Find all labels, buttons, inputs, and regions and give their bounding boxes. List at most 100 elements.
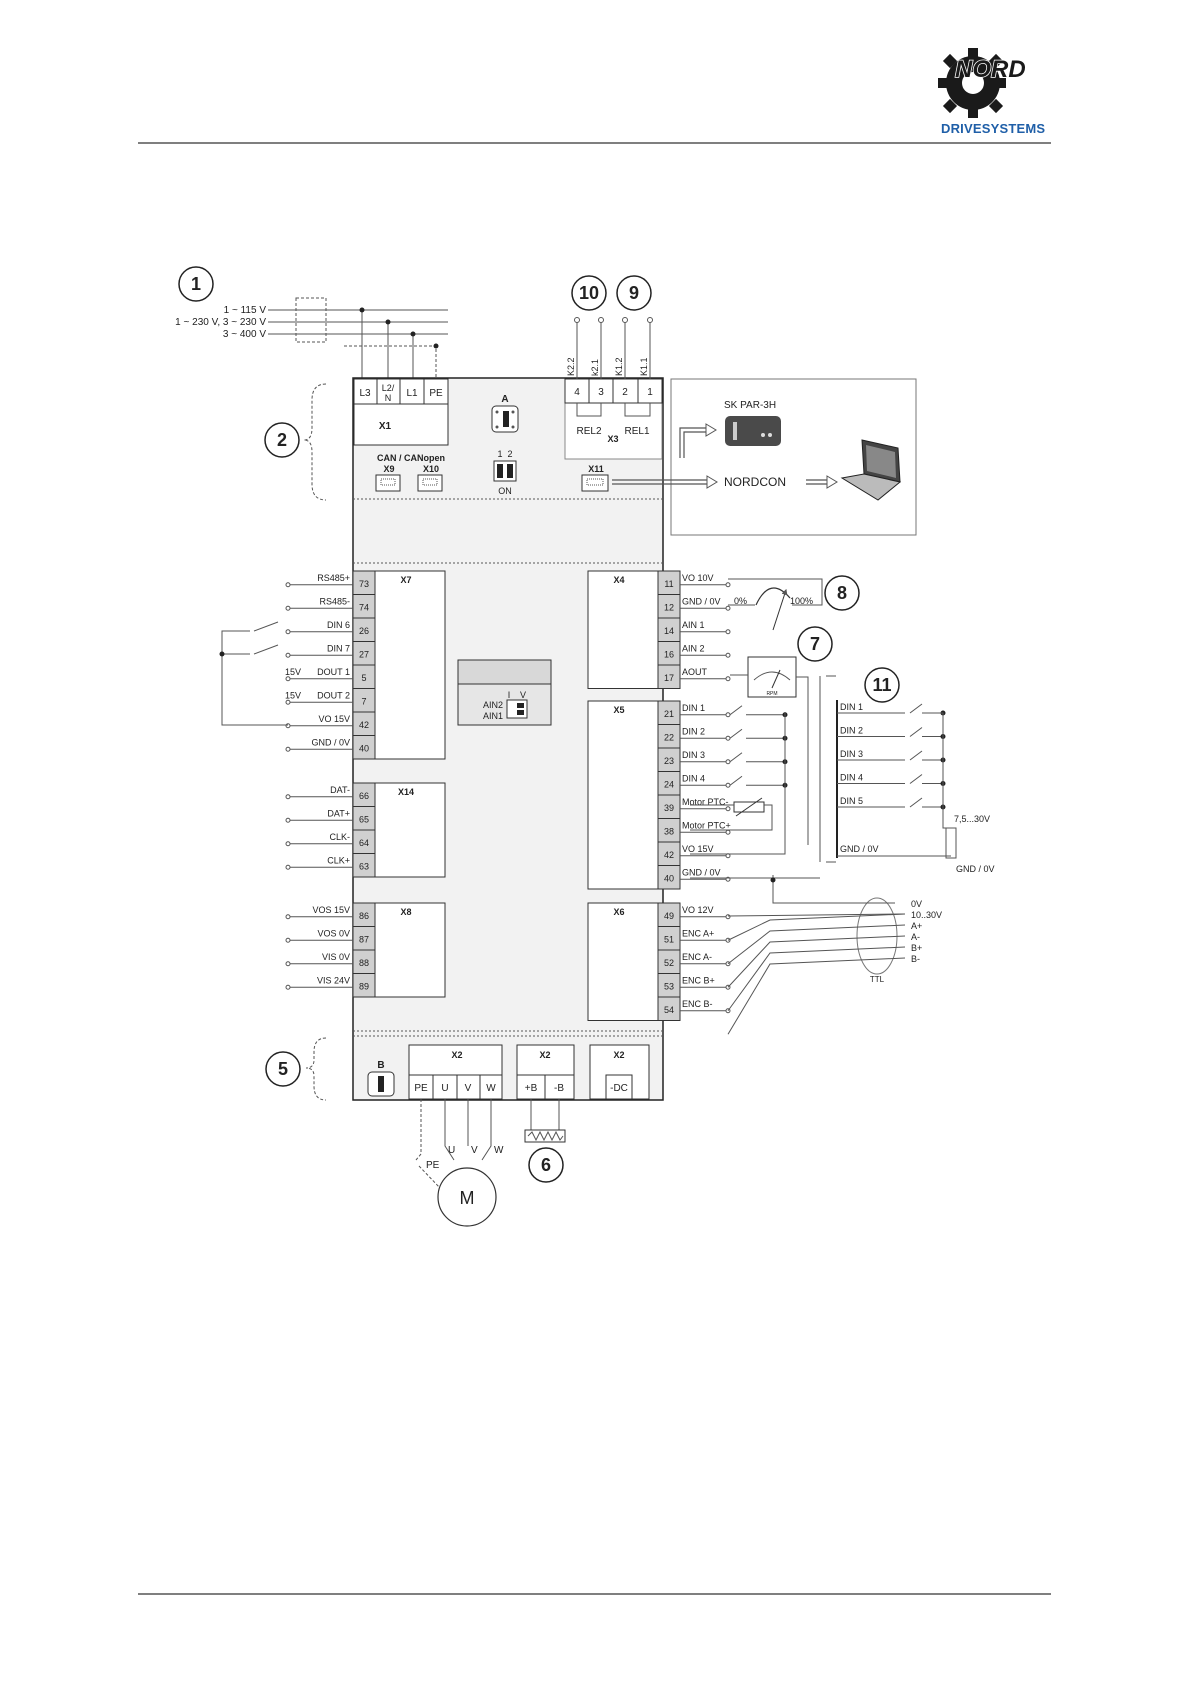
fuse-box [295,297,327,343]
signal-label: GND / 0V [682,867,721,877]
svg-text:10: 10 [579,283,599,303]
switch-b[interactable]: B [367,1060,395,1097]
svg-text:1: 1 [647,387,653,398]
signal-label: VO 15V [682,844,714,854]
nord-logo: NORD DRIVESYSTEMS [938,48,1045,136]
voltage-label: 15V [285,667,301,677]
terminal-number: 27 [359,649,369,659]
signal-label: DOUT 1 [317,667,350,677]
ain-switch[interactable]: I V AIN2 AIN1 [457,659,552,726]
x5-din-wiring [690,705,820,879]
x1-terminal-l1: L1 [406,388,418,399]
callout-8: 8 [824,575,860,611]
signal-label: VO 12V [682,905,714,915]
signal-label: CLK- [329,832,350,842]
svg-text:3: 3 [598,387,604,398]
terminal-number: 54 [664,1005,674,1015]
x14-label: X14 [398,787,414,797]
svg-text:PE: PE [414,1083,428,1094]
terminal-number: 38 [664,826,674,836]
signal-label: GND / 0V [311,737,350,747]
x1-terminal-l3: L3 [359,388,371,399]
callout-6: 6 [528,1147,564,1183]
terminal-number: 42 [664,850,674,860]
voltage-label: 15V [285,690,301,700]
external-devices-panel: SK PAR-3H NORDCON [612,378,917,536]
x4-label: X4 [613,575,624,585]
ptc-resistor [690,797,773,831]
svg-text:W: W [486,1083,496,1094]
dip-switch[interactable]: 1 2 ON [493,449,517,496]
svg-text:7,5...30V: 7,5...30V [954,814,990,824]
svg-text:X11: X11 [588,464,604,474]
x5-label: X5 [613,705,624,715]
svg-text:TTL: TTL [870,975,885,984]
signal-label: ENC B+ [682,975,715,985]
encoder-pin: A+ [911,921,922,931]
terminal-number: 16 [664,649,674,659]
svg-text:N: N [385,393,392,403]
x10-port[interactable] [417,474,443,492]
signal-label: DOUT 2 [317,690,350,700]
motor: U V W PE M [415,1099,504,1227]
mains-line-3: 3 ~ 400 V [223,329,266,340]
rpm-meter: RPM [730,656,809,845]
terminal-number: 5 [361,673,366,683]
x8-label: X8 [400,907,411,917]
encoder-pin: B- [911,954,920,964]
signal-label: DIN 4 [682,773,705,783]
mains-line-1: 1 ~ 115 V [224,305,267,316]
terminal-number: 14 [664,626,674,636]
svg-text:RPM: RPM [766,691,777,697]
nordcon-label: NORDCON [724,475,786,489]
signal-label: AOUT [682,667,708,677]
parameter-box-icon [725,416,781,446]
signal-label: DAT- [330,785,350,795]
svg-text:X2: X2 [451,1050,462,1060]
svg-text:1 2: 1 2 [497,449,512,459]
svg-text:9: 9 [629,283,639,303]
x7-din-loop [219,621,288,726]
x1-terminal-l2: L2/ [382,383,395,393]
signal-label: DAT+ [327,808,350,818]
svg-text:4: 4 [574,387,580,398]
svg-text:ON: ON [498,486,512,496]
callout-9: 9 [616,275,652,311]
svg-text:A: A [501,394,508,405]
svg-text:100%: 100% [790,596,813,606]
signal-label: VIS 24V [317,975,350,985]
ext-din-label: DIN 2 [840,726,863,736]
x9-port[interactable] [375,474,401,492]
logo-wordmark: NORD [955,56,1026,83]
ext-din-label: DIN 4 [840,773,863,783]
x1-label: X1 [379,421,392,432]
terminal-number: 11 [664,579,673,589]
terminal-number: 87 [359,934,369,944]
x11-port[interactable]: X11 [581,464,609,492]
signal-label: DIN 6 [327,620,350,630]
motor-label: M [460,1188,475,1208]
encoder-pin: 0V [911,899,922,909]
switch-a[interactable]: A [491,394,519,433]
svg-text:11: 11 [872,675,891,695]
x3-label: X3 [607,434,618,444]
x2-power-terminals: X2 PE U V W X2 +B -B X2 -DC [408,1044,650,1100]
x7-label: X7 [400,575,411,585]
can-title: CAN / CANopen [377,453,445,463]
logo-subtitle: DRIVESYSTEMS [941,121,1045,136]
terminal-number: 89 [359,981,369,991]
svg-text:W: W [494,1145,504,1156]
terminal-number: 17 [664,673,674,683]
svg-text:6: 6 [541,1155,551,1175]
svg-text:X2: X2 [613,1050,624,1060]
svg-text:I: I [508,690,511,700]
rel1-label: REL1 [624,426,649,437]
encoder-pin: B+ [911,943,922,953]
ext-din-label: DIN 5 [840,796,863,806]
svg-text:7: 7 [810,634,820,654]
svg-text:V: V [465,1083,472,1094]
svg-text:K1.1: K1.1 [639,357,649,376]
